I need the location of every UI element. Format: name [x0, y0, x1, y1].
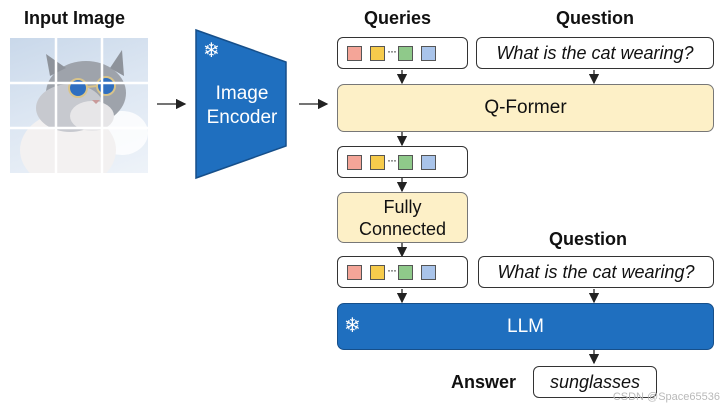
query-token	[398, 154, 413, 170]
query-token	[370, 264, 385, 280]
watermark-text: CSDN @Space65536	[612, 391, 720, 403]
image-grid-overlay	[10, 38, 148, 173]
token-ellipsis: ···	[387, 44, 397, 58]
query-token	[347, 154, 362, 170]
query-token	[370, 45, 385, 61]
query-token	[421, 264, 436, 280]
query-token	[421, 45, 436, 61]
answer-heading: Answer	[451, 372, 517, 392]
question-box-bottom: What is the cat wearing?	[478, 256, 714, 288]
image-encoder-shape	[195, 28, 287, 180]
question-heading-top: Question	[556, 8, 635, 28]
snowflake-icon: ❄	[344, 315, 361, 337]
token-ellipsis: ···	[387, 263, 397, 277]
query-token	[398, 264, 413, 280]
llm-label: LLM	[507, 315, 544, 337]
question-heading-bottom: Question	[549, 229, 628, 249]
input-image-heading: Input Image	[24, 8, 126, 28]
question-box-top: What is the cat wearing?	[476, 37, 714, 69]
queries-heading: Queries	[364, 8, 432, 28]
query-tokens-top: ···	[337, 37, 468, 69]
query-tokens-bottom: ···	[337, 256, 468, 288]
snowflake-icon: ❄	[203, 40, 220, 62]
query-tokens-middle: ···	[337, 146, 468, 178]
query-token	[421, 154, 436, 170]
image-encoder-label: Image Encoder	[206, 83, 278, 128]
query-token	[347, 45, 362, 61]
token-ellipsis: ···	[387, 153, 397, 167]
query-token	[347, 264, 362, 280]
llm-block: LLM	[337, 303, 714, 350]
q-former-block: Q-Former	[337, 84, 714, 132]
query-token	[370, 154, 385, 170]
answer-box: sunglasses	[533, 366, 657, 398]
fully-connected-block: Fully Connected	[337, 192, 468, 243]
input-cat-image	[10, 38, 148, 173]
query-token	[398, 45, 413, 61]
